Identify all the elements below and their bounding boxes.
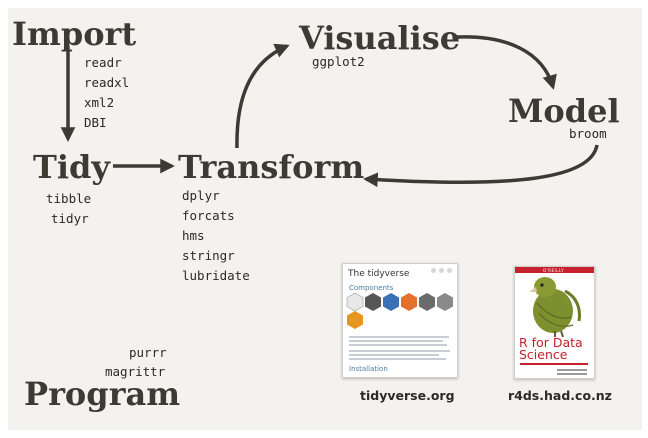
package-label: readxl <box>84 75 130 90</box>
text-line <box>349 354 439 356</box>
arrow-model-to-transform <box>363 144 599 188</box>
site-section-heading: Components <box>349 284 394 292</box>
stage-visualise: Visualise <box>299 19 461 57</box>
text-line <box>349 358 446 360</box>
package-label: lubridate <box>182 268 250 283</box>
package-label: broom <box>569 126 607 141</box>
package-label: hms <box>182 228 205 243</box>
publisher-label: O'REILLY <box>543 268 565 273</box>
stage-import: Import <box>12 15 137 53</box>
package-label: stringr <box>182 248 235 263</box>
book-title: R for Data Science <box>519 335 583 362</box>
site-section-heading: Installation <box>349 365 388 373</box>
text-line <box>349 336 449 338</box>
author-line <box>557 373 587 375</box>
package-label: dplyr <box>182 188 220 203</box>
package-label: forcats <box>182 208 235 223</box>
text-line <box>349 340 443 342</box>
kakapo-bird-illustration <box>529 277 581 337</box>
package-label: ggplot2 <box>312 54 365 69</box>
package-hex-stickers <box>346 292 453 329</box>
book-title-line: Science <box>519 347 568 362</box>
text-line <box>349 344 447 346</box>
arrow-visualise-to-model <box>456 35 557 90</box>
r4ds-book-cover[interactable]: O'REILLY R for Data Science <box>514 266 595 379</box>
package-label: xml2 <box>84 95 115 110</box>
r4ds-website-link[interactable]: r4ds.had.co.nz <box>508 388 612 403</box>
author-line <box>557 369 587 371</box>
arrow-transform-to-visualise <box>235 43 290 149</box>
tidyverse-website-link[interactable]: tidyverse.org <box>360 388 455 403</box>
text-line <box>349 350 450 352</box>
package-label: purrr <box>129 345 167 360</box>
package-label: magrittr <box>105 364 166 379</box>
publisher-bar <box>515 267 594 273</box>
window-button <box>447 268 452 273</box>
stage-transform: Transform <box>178 148 365 186</box>
subtitle-line <box>520 363 588 365</box>
package-label: tibble <box>46 191 92 206</box>
window-button <box>431 268 436 273</box>
package-label: tidyr <box>51 211 89 226</box>
package-label: DBI <box>84 115 107 130</box>
package-label: readr <box>84 55 122 70</box>
book-title-line: R for Data <box>519 335 583 350</box>
tidyverse-website-thumbnail[interactable]: The tidyverse Components Installation <box>342 263 458 378</box>
stage-tidy: Tidy <box>33 148 110 186</box>
stage-model: Model <box>508 92 620 130</box>
window-button <box>439 268 444 273</box>
stage-program: Program <box>24 375 181 413</box>
site-page-title: The tidyverse <box>348 269 410 279</box>
